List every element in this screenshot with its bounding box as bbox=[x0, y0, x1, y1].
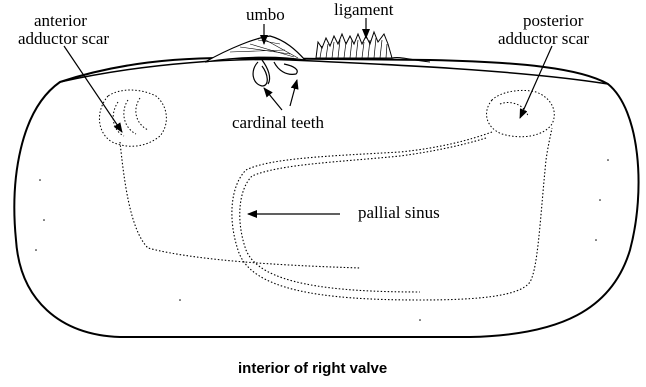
label-anterior-line1: anterior bbox=[34, 12, 87, 30]
anterior-pointer bbox=[64, 46, 122, 132]
cardinal-teeth-shape bbox=[253, 60, 297, 86]
label-pallial-sinus: pallial sinus bbox=[358, 204, 440, 222]
anterior-scar-shape bbox=[99, 90, 166, 146]
label-posterior-line2: adductor scar bbox=[498, 30, 589, 48]
cardinal-pointer-2 bbox=[290, 80, 297, 106]
cardinal-pointer-1 bbox=[264, 88, 282, 110]
label-anterior-line2: adductor scar bbox=[18, 30, 109, 48]
label-cardinal-teeth: cardinal teeth bbox=[232, 114, 324, 132]
posterior-pointer bbox=[520, 46, 552, 118]
label-umbo: umbo bbox=[246, 6, 285, 24]
shell-stipple bbox=[35, 159, 609, 321]
figure-caption: interior of right valve bbox=[238, 360, 387, 377]
label-posterior-line1: posterior bbox=[523, 12, 583, 30]
posterior-scar-shape bbox=[487, 90, 555, 136]
ligament-shape bbox=[316, 32, 430, 62]
label-ligament: ligament bbox=[334, 1, 393, 19]
